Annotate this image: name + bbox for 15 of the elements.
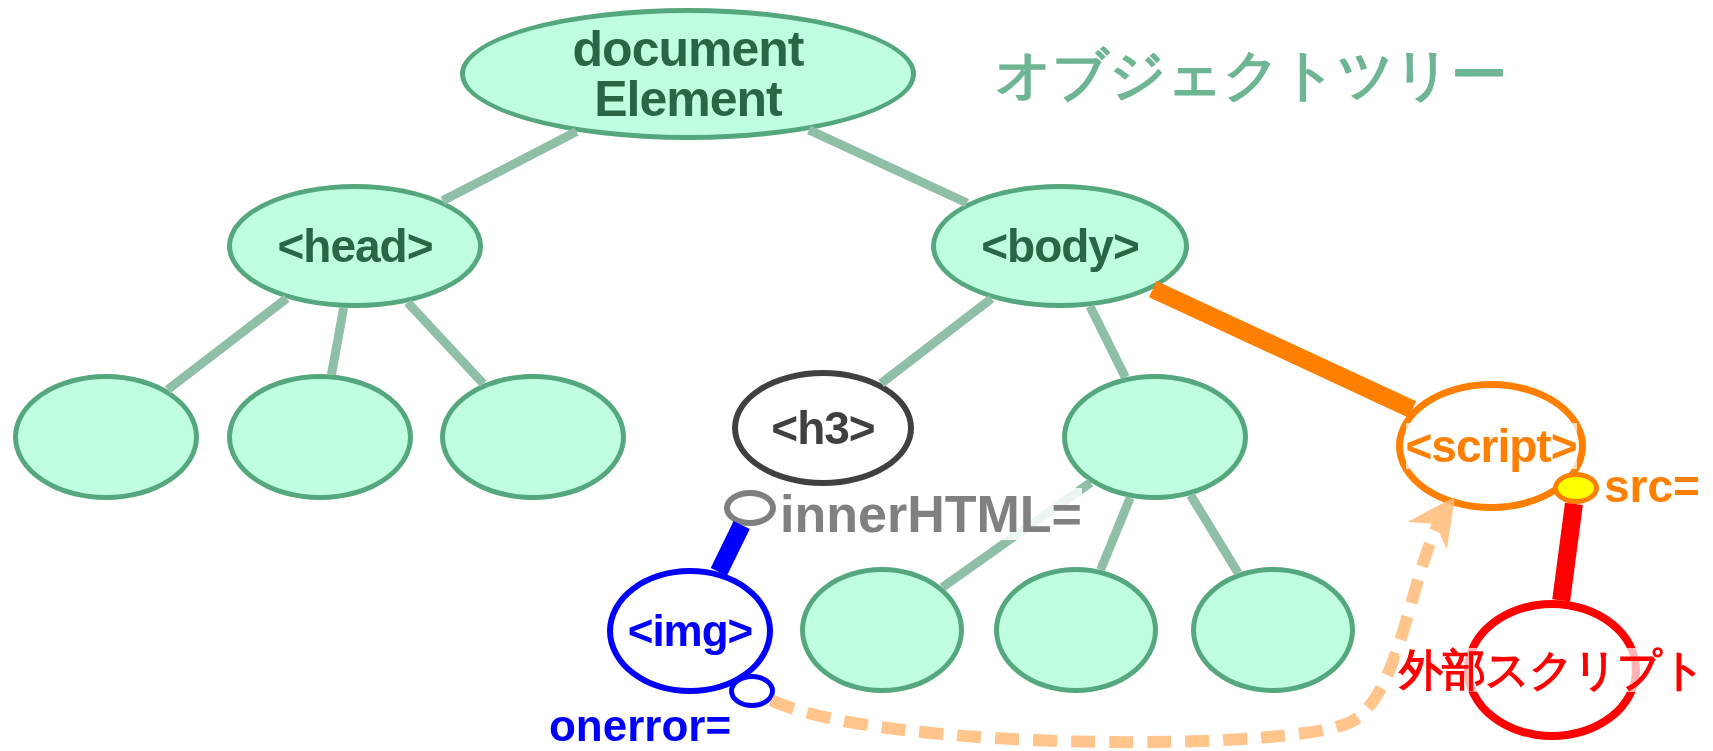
dashed-arrow (769, 496, 1455, 749)
empty-node-ellipse (1553, 472, 1599, 504)
connector-line (1552, 502, 1583, 602)
tree-title: オブジェクトツリー (995, 44, 1507, 106)
empty-node-ellipse (729, 674, 775, 708)
connector-line (1149, 280, 1417, 418)
attribute-label: innerHTML= (780, 488, 1082, 540)
connector-line (878, 295, 995, 387)
empty-node-ellipse (724, 490, 776, 526)
connector-line (327, 306, 349, 376)
connector-line (440, 127, 579, 205)
connector-line (807, 125, 969, 208)
node-label: <h3> (771, 405, 875, 451)
node-label: document Element (571, 24, 805, 124)
node-label: <head> (277, 223, 433, 269)
